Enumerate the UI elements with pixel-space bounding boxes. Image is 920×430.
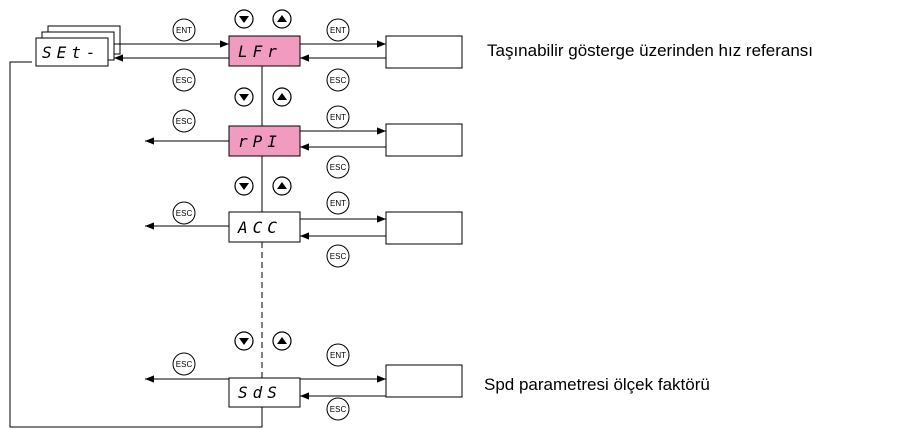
svg-text:ESC: ESC xyxy=(176,76,193,85)
up-arrow-icon[interactable] xyxy=(272,176,292,196)
down-arrow-icon[interactable] xyxy=(234,176,254,196)
esc-button[interactable]: ESC xyxy=(172,352,196,376)
ent-button[interactable]: ENT xyxy=(172,18,196,42)
esc-button[interactable]: ESC xyxy=(172,109,196,133)
svg-text:ENT: ENT xyxy=(330,351,346,360)
svg-text:ESC: ESC xyxy=(330,405,347,414)
svg-text:ESC: ESC xyxy=(330,252,347,261)
param-box-rpi[interactable] xyxy=(228,125,301,157)
esc-button[interactable]: ESC xyxy=(172,68,196,92)
ent-button[interactable]: ENT xyxy=(326,105,350,129)
value-box-sds xyxy=(385,364,463,398)
down-arrow-icon[interactable] xyxy=(234,87,254,107)
param-box-sds[interactable] xyxy=(228,377,301,408)
svg-text:ESC: ESC xyxy=(176,117,193,126)
param-code-lfr: LFr xyxy=(238,42,282,61)
description-sds: Spd parametresi ölçek faktörü xyxy=(484,375,710,394)
up-arrow-icon[interactable] xyxy=(272,9,292,29)
value-box-acc xyxy=(385,211,463,245)
esc-button[interactable]: ESC xyxy=(326,155,350,179)
set-menu-stack: SEt- xyxy=(35,25,121,67)
down-arrow-icon[interactable] xyxy=(234,9,254,29)
param-code-sds: SdS xyxy=(238,383,282,402)
ent-button[interactable]: ENT xyxy=(326,343,350,367)
value-box-lfr xyxy=(385,35,463,69)
ent-button[interactable]: ENT xyxy=(326,191,350,215)
up-arrow-icon[interactable] xyxy=(272,331,292,351)
svg-text:ENT: ENT xyxy=(176,26,192,35)
down-arrow-icon[interactable] xyxy=(234,331,254,351)
set-menu-label: SEt- xyxy=(42,43,101,62)
param-box-acc[interactable] xyxy=(228,211,301,243)
param-code-rpi: rPI xyxy=(238,132,282,151)
esc-button[interactable]: ESC xyxy=(326,68,350,92)
value-box-rpi xyxy=(385,123,463,157)
esc-button[interactable]: ESC xyxy=(326,397,350,421)
svg-text:ENT: ENT xyxy=(330,199,346,208)
esc-button[interactable]: ESC xyxy=(326,244,350,268)
outer-frame xyxy=(9,61,263,428)
param-code-acc: ACC xyxy=(237,218,282,237)
svg-text:ESC: ESC xyxy=(330,163,347,172)
svg-text:ENT: ENT xyxy=(330,113,346,122)
svg-text:ESC: ESC xyxy=(176,209,193,218)
param-box-lfr[interactable] xyxy=(228,35,301,67)
svg-text:ESC: ESC xyxy=(176,360,193,369)
ent-button[interactable]: ENT xyxy=(326,18,350,42)
esc-button[interactable]: ESC xyxy=(172,201,196,225)
svg-text:ENT: ENT xyxy=(330,26,346,35)
svg-text:ESC: ESC xyxy=(330,76,347,85)
description-lfr: Taşınabilir gösterge üzerinden hız refer… xyxy=(487,41,813,60)
up-arrow-icon[interactable] xyxy=(272,87,292,107)
